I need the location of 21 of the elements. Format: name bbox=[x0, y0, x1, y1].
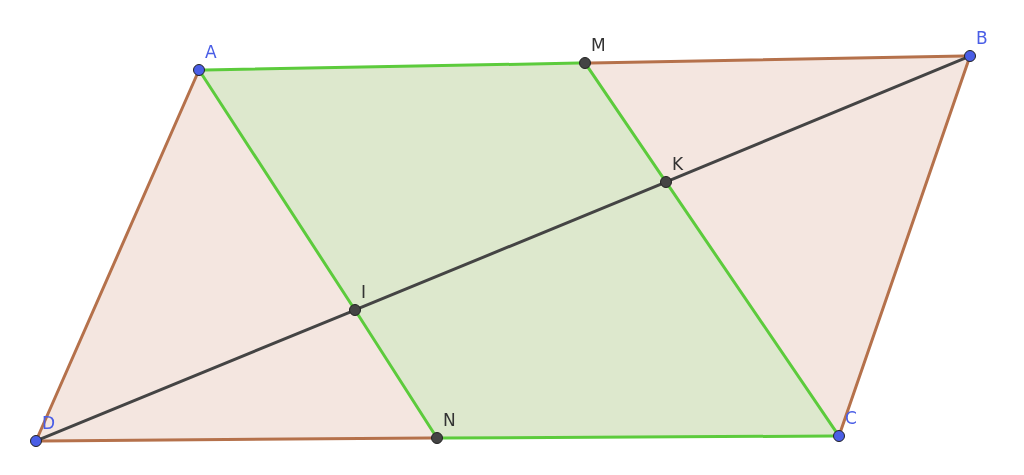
line-segment bbox=[359, 182, 662, 310]
point-label: N bbox=[443, 410, 456, 430]
point-label: I bbox=[361, 282, 366, 302]
line-segment bbox=[40, 310, 351, 441]
point-label: C bbox=[845, 408, 857, 428]
line-segment bbox=[839, 60, 970, 432]
line-segment bbox=[670, 56, 966, 182]
point-label: D bbox=[42, 413, 56, 433]
line-segment bbox=[441, 434, 835, 440]
line-segment bbox=[36, 74, 199, 437]
point-label: K bbox=[672, 154, 684, 174]
line-segment bbox=[586, 66, 665, 179]
point-label: M bbox=[591, 35, 606, 55]
point-label: A bbox=[205, 42, 217, 62]
line-segment bbox=[40, 436, 433, 443]
line-segment bbox=[667, 185, 838, 433]
line-segment bbox=[203, 61, 581, 72]
line-segment bbox=[200, 73, 354, 307]
line-segment bbox=[589, 54, 966, 65]
line-segment bbox=[356, 313, 436, 435]
point-label: B bbox=[976, 28, 988, 48]
